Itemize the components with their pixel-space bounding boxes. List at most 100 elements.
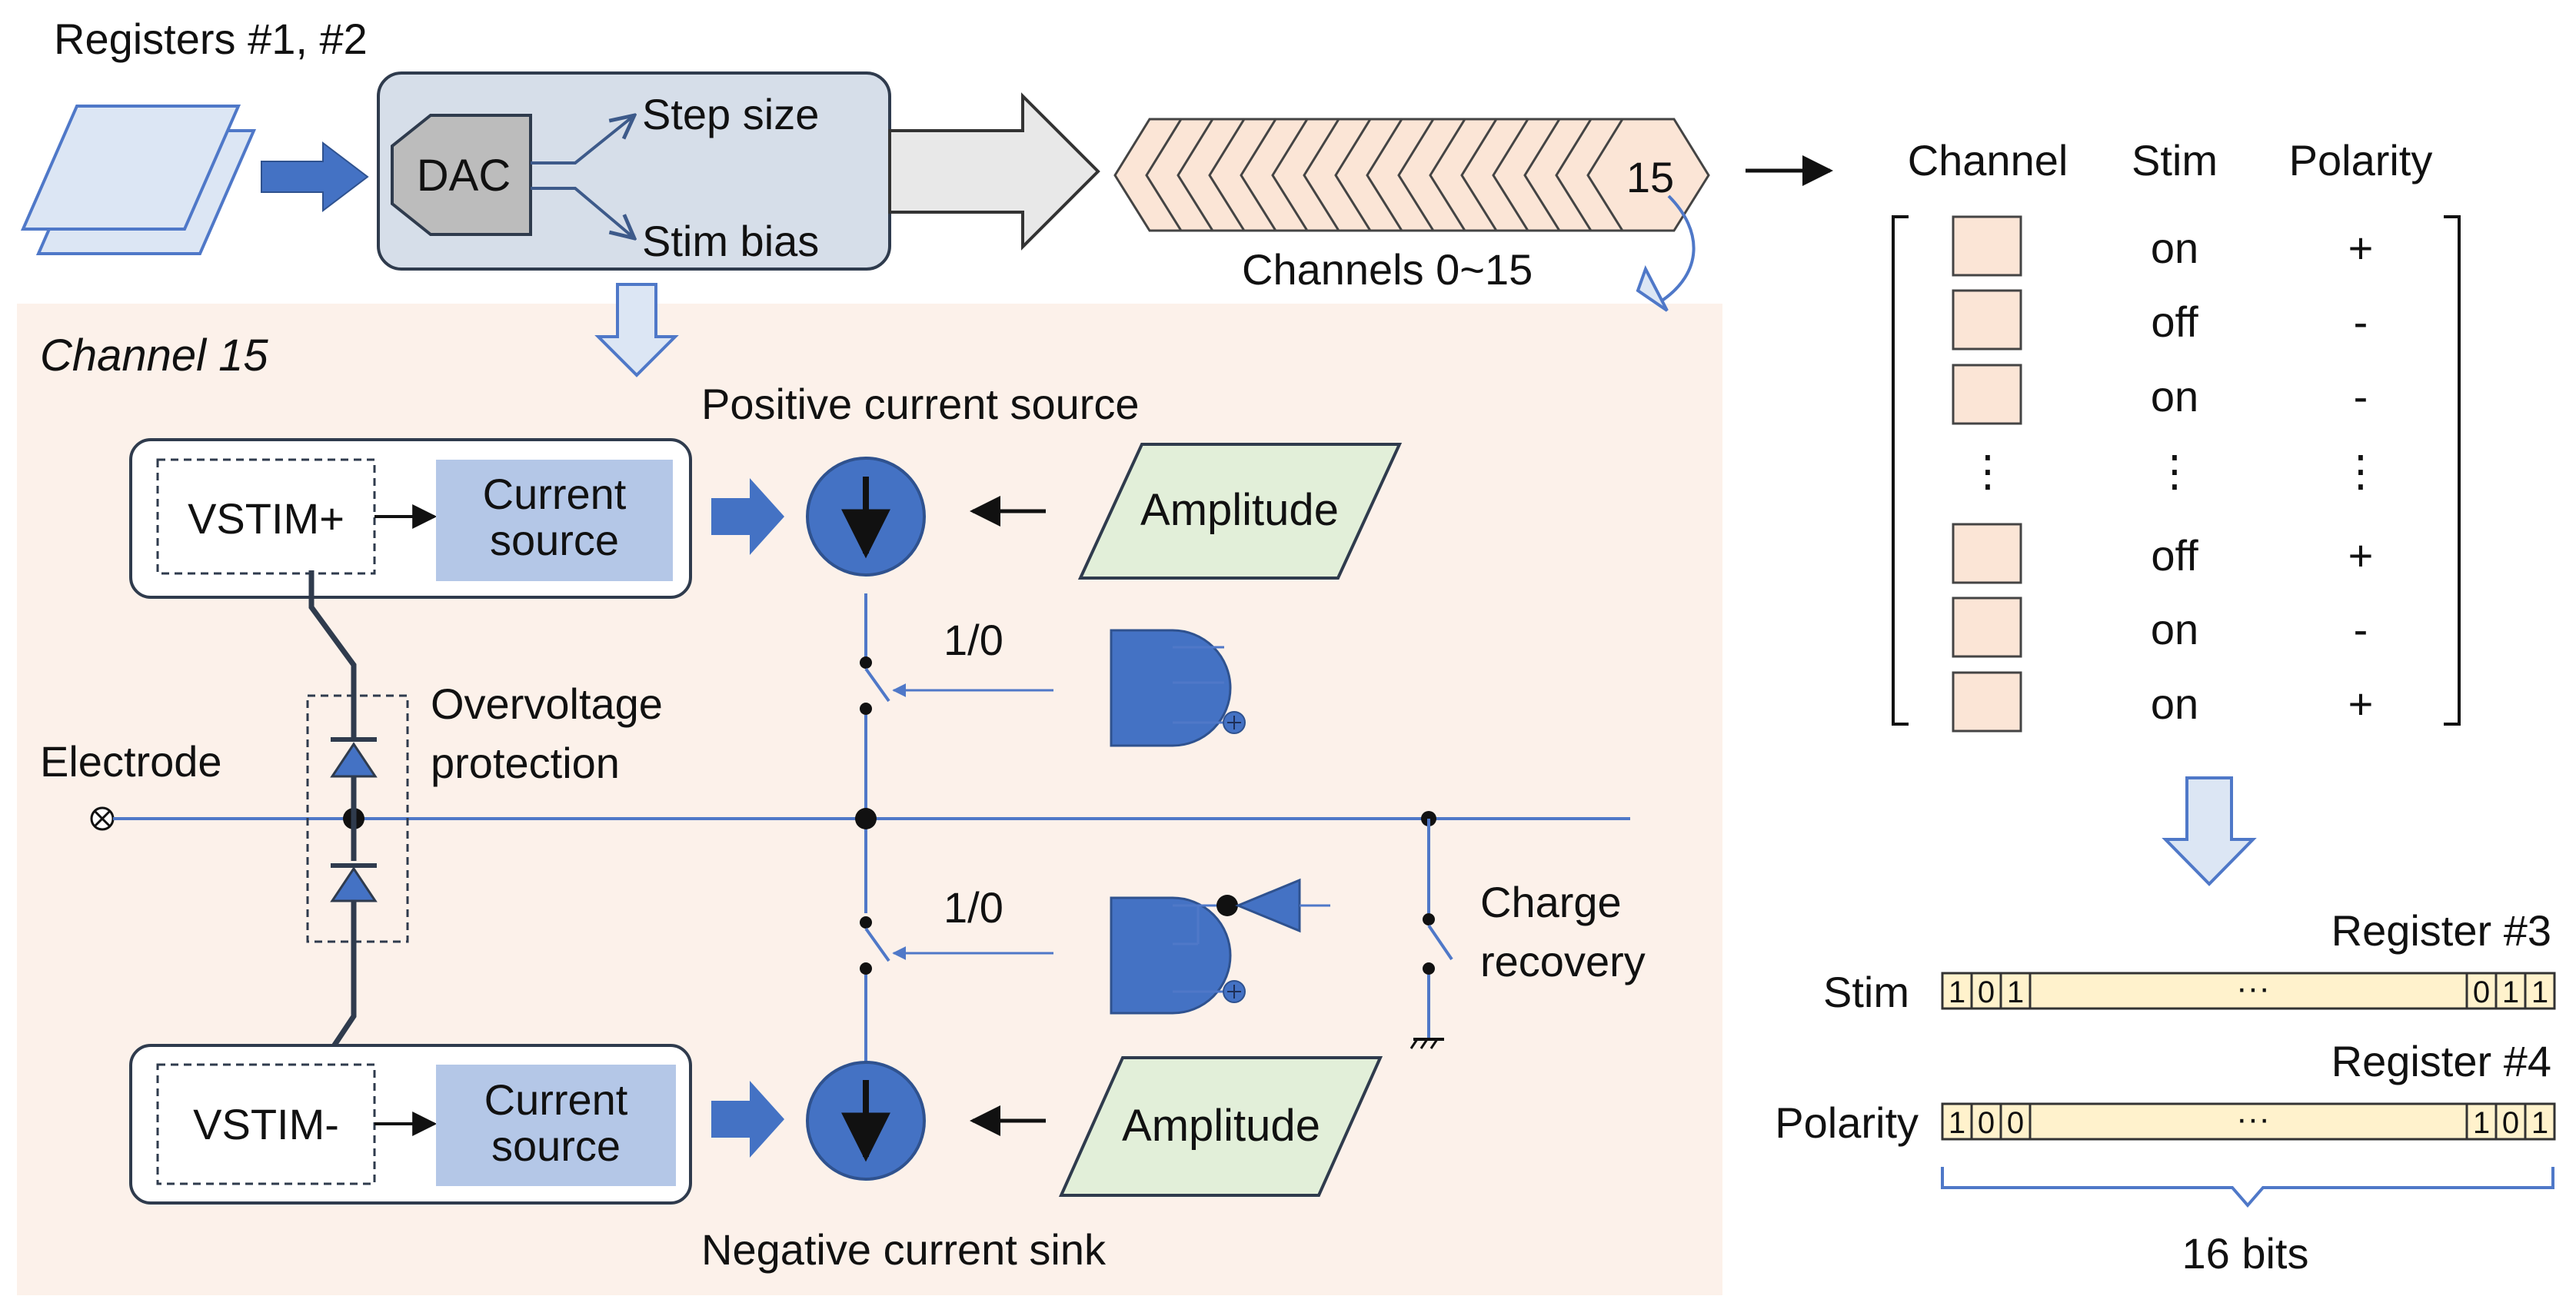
register-bit: 1 bbox=[2531, 1106, 2548, 1140]
matrix-bracket-left bbox=[1892, 215, 1909, 726]
polarity-register-label: Polarity bbox=[1775, 1098, 1919, 1147]
overvoltage-box bbox=[306, 694, 409, 943]
recovery-dot-2 bbox=[1423, 962, 1435, 975]
switch-bottom-label: 1/0 bbox=[944, 883, 1003, 932]
register-bit: 0 bbox=[1978, 1106, 1995, 1140]
register-bit: 0 bbox=[2007, 1106, 2024, 1140]
channels-label: Channels 0~15 bbox=[1242, 245, 1533, 294]
electrode-label: Electrode bbox=[40, 737, 222, 786]
dac-to-channels-arrow bbox=[888, 92, 1100, 251]
channel-square bbox=[1952, 215, 2022, 277]
switch-top-label: 1/0 bbox=[944, 616, 1003, 664]
register-bit: 1 bbox=[2502, 975, 2519, 1009]
charge-recovery-l1: Charge bbox=[1480, 878, 1622, 926]
blue-right-arrow bbox=[261, 141, 369, 213]
diode-top-icon bbox=[330, 737, 378, 778]
register-3-label: Register #3 bbox=[2331, 906, 2551, 955]
current-source-minus-l2: source bbox=[491, 1122, 621, 1170]
table-cell-polarity: - bbox=[2354, 297, 2368, 346]
table-cell-stim: on bbox=[2151, 605, 2198, 653]
registers-label: Registers #1, #2 bbox=[54, 15, 368, 63]
register-4-label: Register #4 bbox=[2331, 1037, 2551, 1085]
register-bar bbox=[1941, 1102, 2556, 1141]
vstim-minus-label: VSTIM- bbox=[193, 1100, 339, 1148]
table-cell-stim: on bbox=[2151, 224, 2198, 272]
channel-tile bbox=[1586, 118, 1710, 232]
stim-register-label: Stim bbox=[1823, 968, 1909, 1016]
switch-top-blade bbox=[864, 667, 890, 703]
neg-sink-arrow bbox=[711, 1081, 784, 1158]
switch-bottom-dot-2 bbox=[860, 962, 872, 975]
positive-source-label: Positive current source bbox=[701, 380, 1140, 428]
switch-top-dot-2 bbox=[860, 703, 872, 715]
register-ellipsis: ··· bbox=[2236, 969, 2270, 1007]
current-source-minus-l1: Current bbox=[484, 1075, 628, 1124]
amplitude-plus-label: Amplitude bbox=[1140, 485, 1339, 535]
amplitude-plus-box bbox=[1077, 443, 1403, 580]
ground-icon bbox=[1409, 1038, 1444, 1049]
step-size-label: Step size bbox=[642, 90, 819, 138]
vstim-plus-label: VSTIM+ bbox=[188, 494, 344, 543]
channel-stack bbox=[1113, 118, 1710, 232]
stim-bias-label: Stim bias bbox=[642, 217, 819, 265]
table-cell-stim: on bbox=[2151, 372, 2198, 420]
channel-title: Channel 15 bbox=[40, 331, 268, 381]
vstim-plus-block bbox=[156, 458, 376, 575]
vstim-minus-block bbox=[156, 1063, 376, 1185]
table-row: ⋮⋮⋮ bbox=[1966, 447, 2382, 495]
table-down-arrow bbox=[2162, 776, 2257, 886]
table-cell-polarity: - bbox=[2354, 372, 2368, 420]
register-ellipsis: ··· bbox=[2236, 1100, 2270, 1138]
register-bit: 1 bbox=[2473, 1106, 2490, 1140]
overvoltage-label-l2: protection bbox=[431, 739, 620, 787]
amplitude-minus-box bbox=[1058, 1056, 1383, 1197]
last-channel-label: 15 bbox=[1626, 153, 1674, 201]
channel-square bbox=[1952, 597, 2022, 658]
bit-width-brace bbox=[1941, 1167, 2554, 1208]
table-cell-polarity: - bbox=[2354, 605, 2368, 653]
current-source-plus-l1: Current bbox=[483, 470, 627, 518]
register-bit-cell bbox=[2524, 1102, 2556, 1141]
dac-down-arrow bbox=[594, 283, 679, 377]
amplitude-minus-label: Amplitude bbox=[1122, 1101, 1320, 1151]
bit-width-label: 16 bits bbox=[2182, 1229, 2309, 1278]
table-row: on + bbox=[1952, 215, 2374, 277]
expand-arrowhead bbox=[1636, 265, 1669, 312]
register-bit: 0 bbox=[1978, 975, 1995, 1009]
table-header-polarity: Polarity bbox=[2289, 136, 2433, 184]
electrode-terminal-icon bbox=[90, 806, 115, 831]
table-header-stim: Stim bbox=[2132, 136, 2218, 184]
recovery-dot-1 bbox=[1423, 913, 1435, 925]
table-cell-stim: off bbox=[2151, 297, 2198, 346]
dac-bias-arrow bbox=[531, 187, 634, 238]
table-cell-polarity: + bbox=[2348, 224, 2374, 272]
current-source-plus-l2: source bbox=[490, 516, 619, 564]
vstim-plus-wire bbox=[308, 570, 357, 738]
table-cell-stim: ⋮ bbox=[2153, 447, 2196, 495]
register-bit: 1 bbox=[1949, 1106, 1965, 1140]
channel-square bbox=[1952, 523, 2022, 584]
table-header-channel: Channel bbox=[1908, 136, 2068, 184]
charge-recovery-l2: recovery bbox=[1480, 937, 1646, 985]
register-bit: 0 bbox=[2502, 1106, 2519, 1140]
and-gate-top-icon bbox=[1110, 629, 1232, 747]
table-cell-polarity: + bbox=[2348, 531, 2374, 580]
matrix-bracket-right bbox=[2444, 215, 2461, 726]
expand-arrow bbox=[1659, 194, 1696, 303]
dac-block bbox=[391, 114, 532, 236]
current-source-plus bbox=[436, 460, 673, 581]
table-cell-polarity: + bbox=[2348, 680, 2374, 728]
pos-source-arrow bbox=[711, 478, 784, 555]
channel-square bbox=[1952, 671, 2022, 733]
register-bit-cell bbox=[1999, 972, 2032, 1010]
register-bit: 0 bbox=[2473, 975, 2490, 1009]
channel-square bbox=[1952, 289, 2022, 351]
switch-top-dot-1 bbox=[860, 656, 872, 669]
recovery-switch-blade bbox=[1427, 924, 1453, 961]
and-gate-bottom-icon bbox=[1110, 896, 1232, 1015]
register-bit: 1 bbox=[2531, 975, 2548, 1009]
switch-bottom-blade bbox=[864, 927, 890, 962]
switch-bottom-dot-1 bbox=[860, 916, 872, 929]
